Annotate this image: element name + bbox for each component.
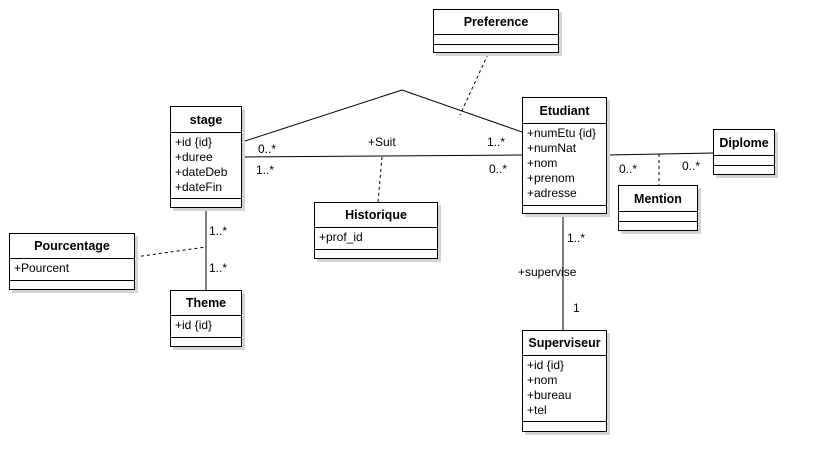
multiplicity-etudiant-supervise: 1..* <box>567 231 586 245</box>
attribute: +tel <box>527 403 547 417</box>
multiplicity-stage-preference: 0..* <box>258 142 277 156</box>
class-diplome[interactable]: Diplome <box>713 129 775 175</box>
attribute: +prof_id <box>319 230 363 244</box>
attribute: +id {id} <box>175 318 213 332</box>
preference-ternary-line <box>241 89 523 143</box>
attribute: +nom <box>527 373 558 387</box>
class-name: stage <box>171 107 241 133</box>
attribute: +dateDeb <box>175 165 228 179</box>
attribute: +id {id} <box>175 135 213 149</box>
multiplicity-stage-theme-bottom: 1..* <box>209 261 228 275</box>
attribute: +prenom <box>527 171 575 185</box>
attribute: +numNat <box>527 141 577 155</box>
attribute-compartment <box>714 156 774 166</box>
attribute: +id {id} <box>527 358 565 372</box>
class-name: Pourcentage <box>10 234 134 259</box>
attribute-compartment: +numEtu {id} +numNat +nom +prenom +adres… <box>523 124 606 206</box>
attribute-compartment: +Pourcent <box>10 259 134 281</box>
attribute: +duree <box>175 150 213 164</box>
class-mention[interactable]: Mention <box>618 185 698 231</box>
attribute: +nom <box>527 156 558 170</box>
multiplicity-stage-suit: 1..* <box>256 163 275 177</box>
attribute: +adresse <box>527 186 577 200</box>
attribute-compartment: +id {id} +nom +bureau +tel <box>523 356 606 422</box>
attribute-compartment <box>619 212 697 222</box>
class-etudiant[interactable]: Etudiant +numEtu {id} +numNat +nom +pren… <box>522 97 607 214</box>
class-pourcentage[interactable]: Pourcentage +Pourcent <box>9 233 135 290</box>
class-name: Diplome <box>714 130 774 156</box>
suit-association-line <box>241 154 523 158</box>
attribute-compartment <box>434 35 558 45</box>
pourcentage-dashed-link <box>134 246 207 258</box>
attribute-compartment: +id {id} +duree +dateDeb +dateFin <box>171 133 241 199</box>
role-label-supervise: +supervise <box>518 265 577 279</box>
multiplicity-stage-theme-top: 1..* <box>209 224 228 238</box>
class-name: Mention <box>619 186 697 212</box>
class-name: Theme <box>171 291 241 316</box>
attribute: +dateFin <box>175 180 223 194</box>
class-name: Etudiant <box>523 98 606 124</box>
preference-dashed-link <box>459 53 489 116</box>
attribute-compartment: +prof_id <box>315 228 437 250</box>
class-stage[interactable]: stage +id {id} +duree +dateDeb +dateFin <box>170 106 242 208</box>
class-historique[interactable]: Historique +prof_id <box>314 202 438 259</box>
multiplicity-etudiant-preference: 1..* <box>487 135 506 149</box>
class-name: Preference <box>434 10 558 35</box>
historique-dashed-link <box>377 156 383 203</box>
multiplicity-diplome: 0..* <box>682 159 701 173</box>
class-name: Superviseur <box>523 331 606 356</box>
class-preference[interactable]: Preference <box>433 9 559 53</box>
attribute-compartment: +id {id} <box>171 316 241 338</box>
class-theme[interactable]: Theme +id {id} <box>170 290 242 347</box>
multiplicity-etudiant-diplome: 0..* <box>619 162 638 176</box>
class-name: Historique <box>315 203 437 228</box>
class-superviseur[interactable]: Superviseur +id {id} +nom +bureau +tel <box>522 330 607 432</box>
attribute: +numEtu {id} <box>527 126 597 140</box>
attribute: +Pourcent <box>14 261 70 275</box>
multiplicity-superviseur: 1 <box>573 301 580 315</box>
attribute: +bureau <box>527 388 572 402</box>
multiplicity-etudiant-suit: 0..* <box>489 162 508 176</box>
role-label-suit: +Suit <box>368 135 396 149</box>
